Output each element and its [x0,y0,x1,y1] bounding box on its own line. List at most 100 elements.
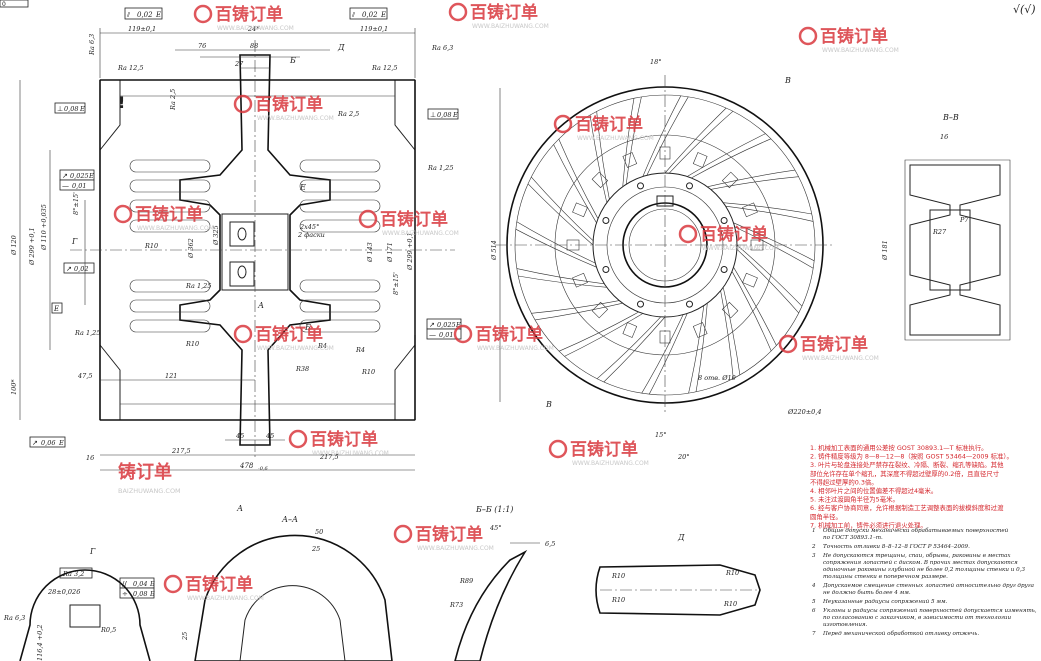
roughness-corner-symbol: √(√) [1013,3,1036,16]
blade-curve [731,271,772,352]
fcf-bottom-runout: ↗ 0,06 E [29,436,66,448]
watermark-logo-icon [233,94,253,114]
watermark-logo-icon [113,204,133,224]
blade-curve [603,316,666,383]
watermark-brand: 百铸订单 [700,224,768,245]
bolt-hole [637,300,644,308]
watermark-logo-icon [678,224,698,244]
blade-curve [733,267,777,346]
blade-slot [129,319,211,333]
svg-text:↗: ↗ [429,321,435,329]
note-line-ru: по согласованию с заказчиком, в зависимо… [823,615,1012,621]
note-line-cn: 圆角半径。 [810,512,842,521]
note-line-ru: Не допускаются трещины, спаи, обрывы, ра… [822,552,1011,559]
svg-text:Г: Г [89,547,96,556]
svg-text:18°: 18° [650,58,662,66]
blade-curve [531,176,594,241]
window-slot [622,322,638,338]
svg-text:116,4 +0,2: 116,4 +0,2 [36,625,44,661]
svg-text:478: 478 [239,462,254,470]
svg-text:E: E [58,439,64,447]
svg-text:Ø 362: Ø 362 [187,238,195,259]
note-number-ru: 5 [812,599,816,605]
svg-text:⫽: ⫽ [351,11,356,19]
svg-text:8°±15': 8°±15' [72,192,80,215]
blade-curve [707,169,796,188]
blade-curve [669,111,734,174]
svg-text:Е: Е [53,305,59,313]
blade-slot [129,299,211,313]
svg-text:Ø 143: Ø 143 [366,242,374,263]
blade-curve [625,96,642,185]
blade-curve [722,287,741,376]
watermark-logo-icon [193,4,213,24]
svg-text:0,02: 0,02 [137,11,153,19]
blade-slot [299,219,381,233]
svg-text:0,01: 0,01 [72,182,86,190]
svg-text:Ra 6,3: Ra 6,3 [3,614,25,622]
note-number-ru: 3 [812,553,816,559]
front-dim-texts: 18° 15° 20° Ø 514 8 отв. Ø10 Ø220±0,4 В … [490,58,822,461]
blade-curve [589,114,608,203]
blade-curve [648,313,688,395]
watermark-logo-icon [548,439,568,459]
window-slot [572,202,588,218]
watermark-brand: 百铸订单 [185,574,253,595]
window-slot [721,171,739,189]
svg-text:8 отв. Ø10: 8 отв. Ø10 [698,374,736,382]
svg-text:R10: R10 [725,569,739,577]
section-vv: В–В 16 P7 R27 Ø 181 [881,113,1011,341]
blade-slot [299,279,381,293]
blade-curve [515,228,597,268]
watermark-url: WWW.BAIZHUWANG.COM [137,225,214,232]
svg-text:119±0,1: 119±0,1 [360,25,388,33]
svg-text:100*: 100* [10,379,18,395]
note-number-ru: 6 [812,608,816,614]
svg-text:45: 45 [235,432,244,440]
svg-text:Д: Д [337,43,345,52]
watermark-logo-icon [288,429,308,449]
blade-curve [723,202,812,215]
svg-text:119±0,1: 119±0,1 [128,25,156,33]
blade-curve [622,98,635,187]
note-line-ru: Общие допуски механически обрабатываемых… [823,527,1009,534]
svg-text:E: E [380,11,386,19]
svg-text:E: E [79,105,85,113]
note-line-ru: изготовления. [823,622,868,628]
blade-curve [736,244,803,307]
blade-curve [695,303,708,392]
note-line-ru: толщины стенки в поперечном размере. [823,574,948,580]
svg-text:Ø 110 +0,035: Ø 110 +0,035 [40,204,48,251]
svg-text:Б: Б [304,323,311,332]
watermark-url: WWW.BAIZHUWANG.COM [382,230,459,237]
blade-curve [596,316,661,379]
svg-text:25: 25 [181,632,189,641]
note-line-cn: 1. 机械加工表面的通用公差按 GOST 30893.1—T 标准执行。 [810,443,988,452]
svg-text:0,08: 0,08 [133,590,147,598]
svg-text:Б: Б [149,590,155,598]
svg-text:÷: ÷ [122,590,128,598]
note-line-ru: Неуказанные радиусы сопряжений 5 мм. [822,599,948,605]
svg-text:R4: R4 [355,346,365,354]
svg-text:Ø 325: Ø 325 [212,225,220,246]
svg-text:⊥: ⊥ [430,111,436,119]
svg-text:Ra 1,25: Ra 1,25 [185,282,211,290]
note-line-cn: 7. 机械加工前，铸件必须进行退火处理。 [810,520,927,529]
note-line-cn: 3. 叶片与轮盘连接处严禁存在裂纹、冷隔、断裂、缩孔等缺陷。其他 [810,460,1004,469]
window-slot [742,272,758,288]
blade-slot [299,299,381,313]
svg-text:E: E [455,321,461,329]
watermark-logo-icon [393,524,413,544]
watermark-brand: 百铸订单 [380,209,448,230]
fcf-left-perp: ⊥ 0,08 E [54,102,86,114]
svg-text:—: — [429,331,436,339]
view-g: Г Ra 3,2 28±0,026 // 0,04 Б ÷ 0,08 Б R0,… [3,547,155,661]
note-line-cn: 不得超过壁厚的0.3倍。 [810,477,878,486]
watermark-brand: 百铸订单 [135,204,203,225]
note-line-cn: 4. 相邻叶片之间的位置偏差不得超过4毫米。 [810,486,937,495]
svg-text:R10: R10 [611,572,625,580]
svg-text:Ra 6,3: Ra 6,3 [431,44,453,52]
window-slot [721,301,739,319]
svg-text:E: E [88,172,94,180]
